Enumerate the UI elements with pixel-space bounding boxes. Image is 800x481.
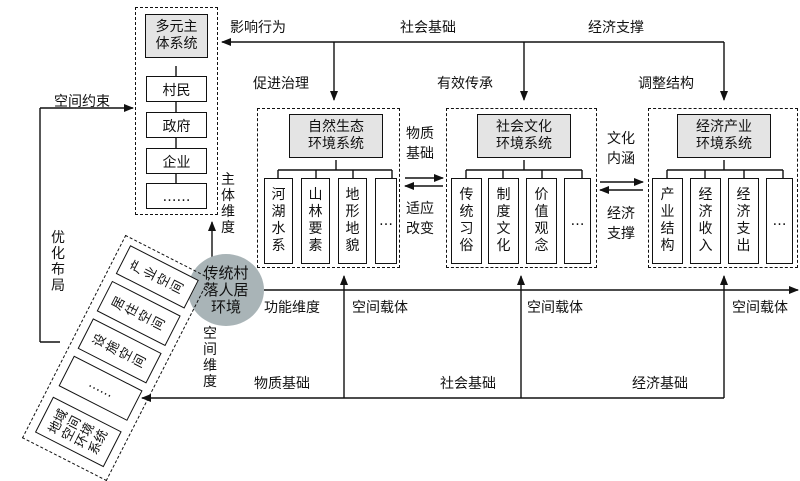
economy-system-title-line1: 经济产业 — [696, 119, 752, 135]
culture-system-title-line1: 社会文化 — [496, 119, 552, 135]
subject-system-title: 多元主 体系统 — [145, 14, 208, 58]
center-line2: 落人居 — [203, 280, 249, 299]
center-line1: 传统村 — [203, 263, 249, 282]
ecology-system-title-line1: 自然生态 — [308, 119, 364, 135]
label-econ-support-1: 经济 — [607, 206, 635, 222]
subject-item-government: 政府 — [146, 112, 207, 138]
culture-item-more: … — [564, 178, 591, 264]
economy-item-income: 经济收入 — [690, 178, 721, 264]
subject-system-group — [135, 7, 218, 215]
ecology-item-terrain: 地形地貌 — [338, 178, 367, 264]
subject-system-title-line1: 多元主 — [155, 19, 198, 35]
label-economic-foundation: 经济基础 — [632, 376, 688, 392]
label-adapt-1: 适应 — [406, 201, 434, 217]
subject-item-more: …… — [146, 183, 207, 209]
label-adjust-structure: 调整结构 — [638, 76, 694, 92]
ecology-item-water: 河湖水系 — [264, 178, 293, 264]
label-econ-support-2: 支撑 — [607, 226, 635, 242]
culture-system-title-line2: 环境系统 — [496, 136, 552, 152]
economy-item-structure: 产业结构 — [652, 178, 683, 264]
label-carrier-3: 空间载体 — [732, 300, 788, 316]
label-influence-behavior: 影响行为 — [230, 20, 286, 36]
label-carrier-1: 空间载体 — [352, 300, 408, 316]
label-cultural-1: 文化 — [607, 131, 635, 147]
economy-system-title-line2: 环境系统 — [696, 136, 752, 152]
subject-system-title-line2: 体系统 — [155, 36, 198, 52]
label-material-foundation: 物质基础 — [254, 376, 310, 392]
label-optimize-layout: 优化布局 — [51, 230, 65, 294]
ecology-item-more: … — [375, 178, 397, 264]
label-effective-inheritance: 有效传承 — [437, 76, 493, 92]
label-economic-support-top: 经济支撑 — [588, 20, 644, 36]
economy-item-expense: 经济支出 — [728, 178, 759, 264]
ecology-item-forest: 山林要素 — [301, 178, 330, 264]
subject-item-enterprise: 企业 — [146, 148, 207, 174]
label-cultural-2: 内涵 — [607, 151, 635, 167]
ecology-system-title: 自然生态 环境系统 — [289, 114, 383, 158]
label-space-constraint: 空间约束 — [54, 94, 110, 110]
economy-item-more: … — [766, 178, 793, 264]
label-subject-dimension: 主体维度 — [221, 172, 235, 236]
label-carrier-2: 空间载体 — [527, 300, 583, 316]
subject-item-villagers: 村民 — [146, 76, 207, 102]
culture-system-title: 社会文化 环境系统 — [477, 114, 571, 158]
ecology-system-group — [257, 108, 400, 268]
culture-system-group — [446, 108, 597, 268]
culture-item-customs: 传统习俗 — [451, 178, 482, 264]
label-material-base-2: 基础 — [406, 146, 434, 162]
label-material-base-1: 物质 — [406, 126, 434, 142]
economy-system-group — [648, 108, 798, 268]
label-social-foundation-top: 社会基础 — [400, 20, 456, 36]
culture-item-institutions: 制度文化 — [488, 178, 519, 264]
ecology-system-title-line2: 环境系统 — [308, 136, 364, 152]
center-line3: 环境 — [210, 297, 241, 316]
culture-item-values: 价值观念 — [526, 178, 557, 264]
label-space-dimension: 空间维度 — [203, 326, 217, 390]
center-node: 传统村 落人居 环境 — [188, 254, 264, 326]
label-promote-governance: 促进治理 — [253, 76, 309, 92]
economy-system-title: 经济产业 环境系统 — [677, 114, 771, 158]
label-function-dimension: 功能维度 — [264, 300, 320, 316]
label-adapt-2: 改变 — [406, 221, 434, 237]
label-social-foundation-bottom: 社会基础 — [440, 376, 496, 392]
